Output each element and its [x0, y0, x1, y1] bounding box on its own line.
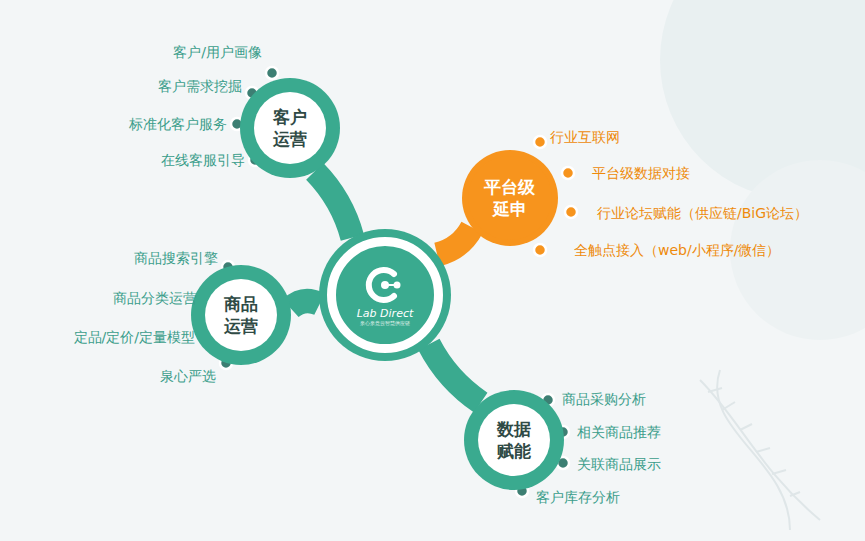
brand-tagline: 泉心泉意云智慧供应链 [360, 320, 410, 326]
dna-helix [700, 370, 820, 530]
leaf-label: 商品分类运营 [113, 289, 197, 307]
branch-arm [315, 171, 353, 237]
branch-title: 平台级 延申 [483, 176, 537, 220]
logo-mark [365, 265, 405, 305]
leaf-label: 客户库存分析 [536, 488, 620, 506]
branch-circle: 平台级 延申 [468, 156, 552, 240]
leaf-label: 行业互联网 [550, 128, 620, 146]
leaf-dots [199, 67, 577, 497]
leaf-label: 客户需求挖掘 [158, 77, 242, 95]
hub-circle: Lab Direct泉心泉意云智慧供应链 [327, 237, 443, 353]
leaf-label: 定品/定价/定量模型 [74, 328, 195, 346]
leaf-label: 行业论坛赋能（供应链/BiG论坛） [597, 204, 808, 222]
leaf-label: 平台级数据对接 [592, 164, 690, 182]
leaf-label: 标准化客户服务 [129, 115, 227, 133]
leaf-label: 客户/用户画像 [173, 43, 262, 61]
leaf-label: 泉心严选 [160, 367, 216, 385]
leaf-label: 商品搜索引擎 [134, 249, 218, 267]
leaf-label: 商品采购分析 [562, 390, 646, 408]
branch-circle: 客户 运营 [254, 92, 326, 164]
branch-circle: 数据 赋能 [478, 404, 550, 476]
leaf-label: 相关商品推荐 [577, 423, 661, 441]
branch-arm [429, 344, 481, 402]
branch-title: 数据 赋能 [495, 418, 532, 462]
branch-circle: 商品 运营 [205, 279, 277, 351]
branch-title: 客户 运营 [271, 106, 308, 150]
leaf-label: 全触点接入（web/小程序/微信） [574, 241, 780, 259]
branch-arm [291, 301, 320, 308]
leaf-label: 关联商品展示 [577, 455, 661, 473]
branch-title: 商品 运营 [222, 293, 259, 337]
branch-arm [437, 227, 472, 254]
brand-name: Lab Direct [357, 307, 414, 320]
leaf-label: 在线客服引导 [161, 151, 245, 169]
